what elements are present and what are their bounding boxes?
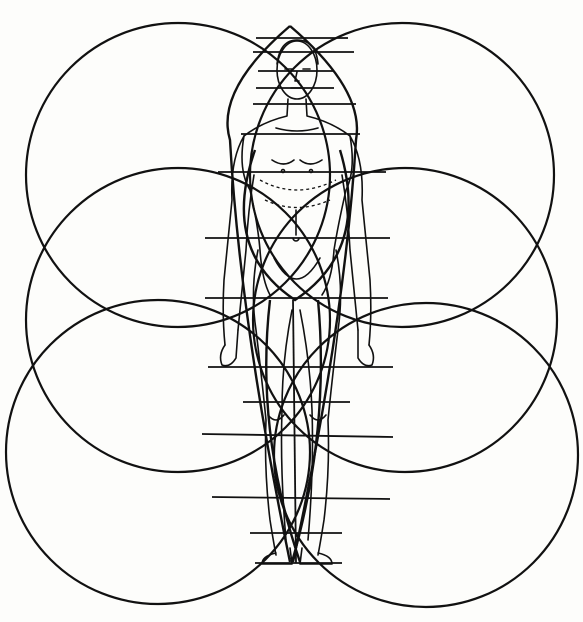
measure-line xyxy=(202,434,393,437)
nipple-right xyxy=(310,170,313,173)
vesica-shapes xyxy=(228,26,357,562)
right-foot xyxy=(300,548,332,564)
center-axis xyxy=(293,300,296,563)
circle-middle-right xyxy=(253,168,557,472)
nipple-left xyxy=(282,170,285,173)
left-hand xyxy=(221,330,238,366)
chest xyxy=(272,160,322,164)
ribcage xyxy=(260,180,336,208)
vesica-left-arc xyxy=(228,26,291,562)
collarbones xyxy=(276,128,318,131)
circle-middle-left xyxy=(26,168,330,472)
right-hand xyxy=(358,330,373,366)
measure-lines xyxy=(202,38,393,563)
circles xyxy=(6,23,578,607)
human-figure xyxy=(221,40,374,564)
circle-upper-right xyxy=(250,23,554,327)
head xyxy=(277,41,317,99)
measure-line xyxy=(212,497,390,499)
